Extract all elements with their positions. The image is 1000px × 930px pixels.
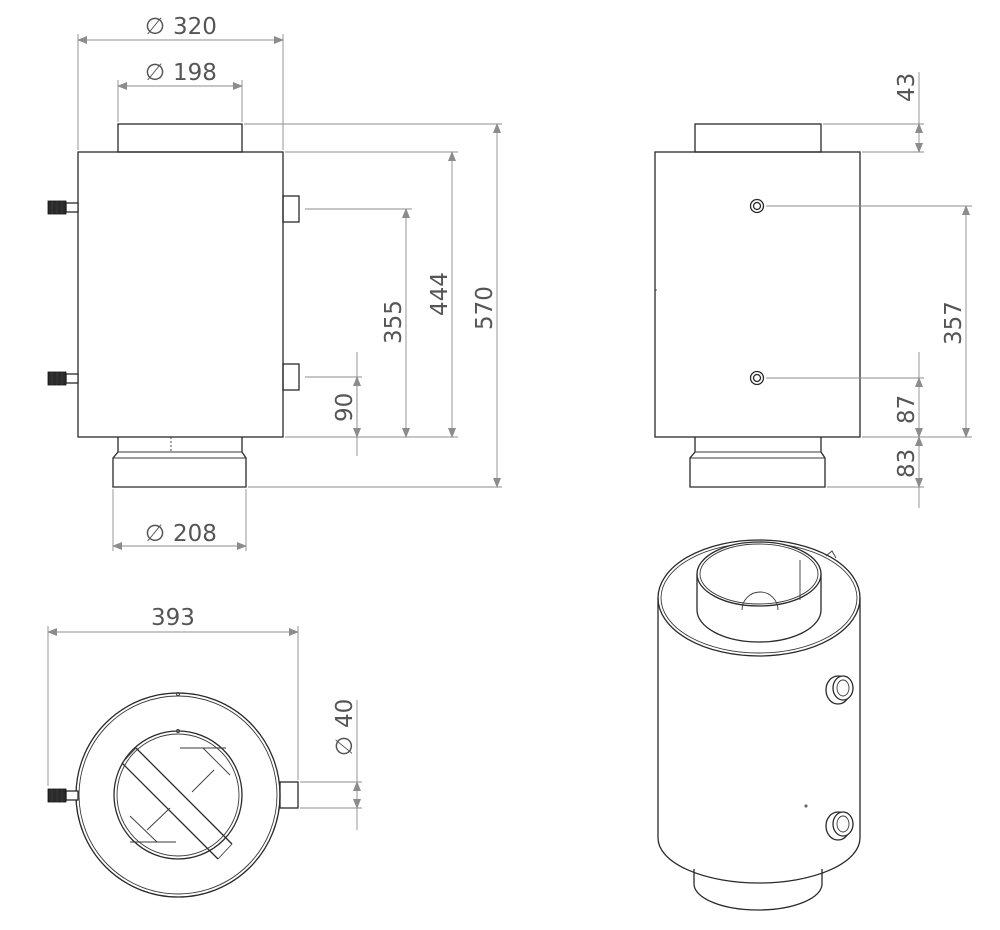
side-body [654, 151, 861, 438]
dim-diameter-320-symbol: ∅ [145, 14, 165, 40]
front-right-socket-lower [282, 363, 300, 391]
front-left-fitting-upper [47, 200, 79, 215]
side-port-upper [749, 198, 765, 214]
dim-diameter-198-symbol: ∅ [145, 60, 165, 86]
top-left-fitting [47, 788, 79, 803]
side-view: 43 357 87 83 [654, 72, 972, 508]
front-left-fitting-lower [47, 371, 79, 386]
dim-length-355: 355 [381, 300, 407, 344]
dim-length-444: 444 [427, 272, 453, 316]
side-bottom-collar [689, 437, 826, 488]
dim-diameter-40-value: 40 [332, 699, 358, 728]
top-inner-pipe [113, 730, 243, 860]
top-outer-ring [75, 692, 281, 898]
dim-length-393: 393 [151, 605, 195, 631]
iso-top-rim [657, 539, 861, 657]
side-top-pipe [694, 123, 822, 153]
iso-inner-pipe [696, 574, 822, 643]
dim-diameter-40-symbol: ∅ [332, 736, 358, 756]
front-right-socket-upper [282, 195, 300, 223]
top-right-socket [279, 781, 299, 809]
dim-length-570: 570 [472, 286, 498, 330]
dim-length-357: 357 [941, 301, 967, 345]
dim-diameter-198-value: 198 [173, 60, 217, 86]
top-view: 393 ∅ 40 [47, 605, 362, 898]
side-port-lower [749, 370, 765, 386]
front-body [77, 151, 284, 438]
dim-length-87: 87 [894, 395, 920, 424]
dim-length-90: 90 [332, 393, 358, 422]
dim-diameter-208-symbol: ∅ [145, 521, 165, 547]
iso-body [657, 598, 861, 884]
dim-length-83: 83 [894, 449, 920, 478]
dim-diameter-208-value: 208 [173, 521, 217, 547]
iso-socket-lower [825, 811, 854, 841]
dim-length-43: 43 [894, 73, 920, 102]
front-top-pipe [117, 123, 243, 153]
iso-bottom-collar [693, 869, 823, 911]
front-view: ∅ 320 ∅ 198 ∅ 208 90 355 444 570 [47, 14, 502, 551]
isometric-view [657, 539, 861, 911]
dim-diameter-320-value: 320 [173, 14, 217, 40]
iso-socket-upper [825, 675, 854, 705]
front-bottom-collar [112, 437, 247, 488]
